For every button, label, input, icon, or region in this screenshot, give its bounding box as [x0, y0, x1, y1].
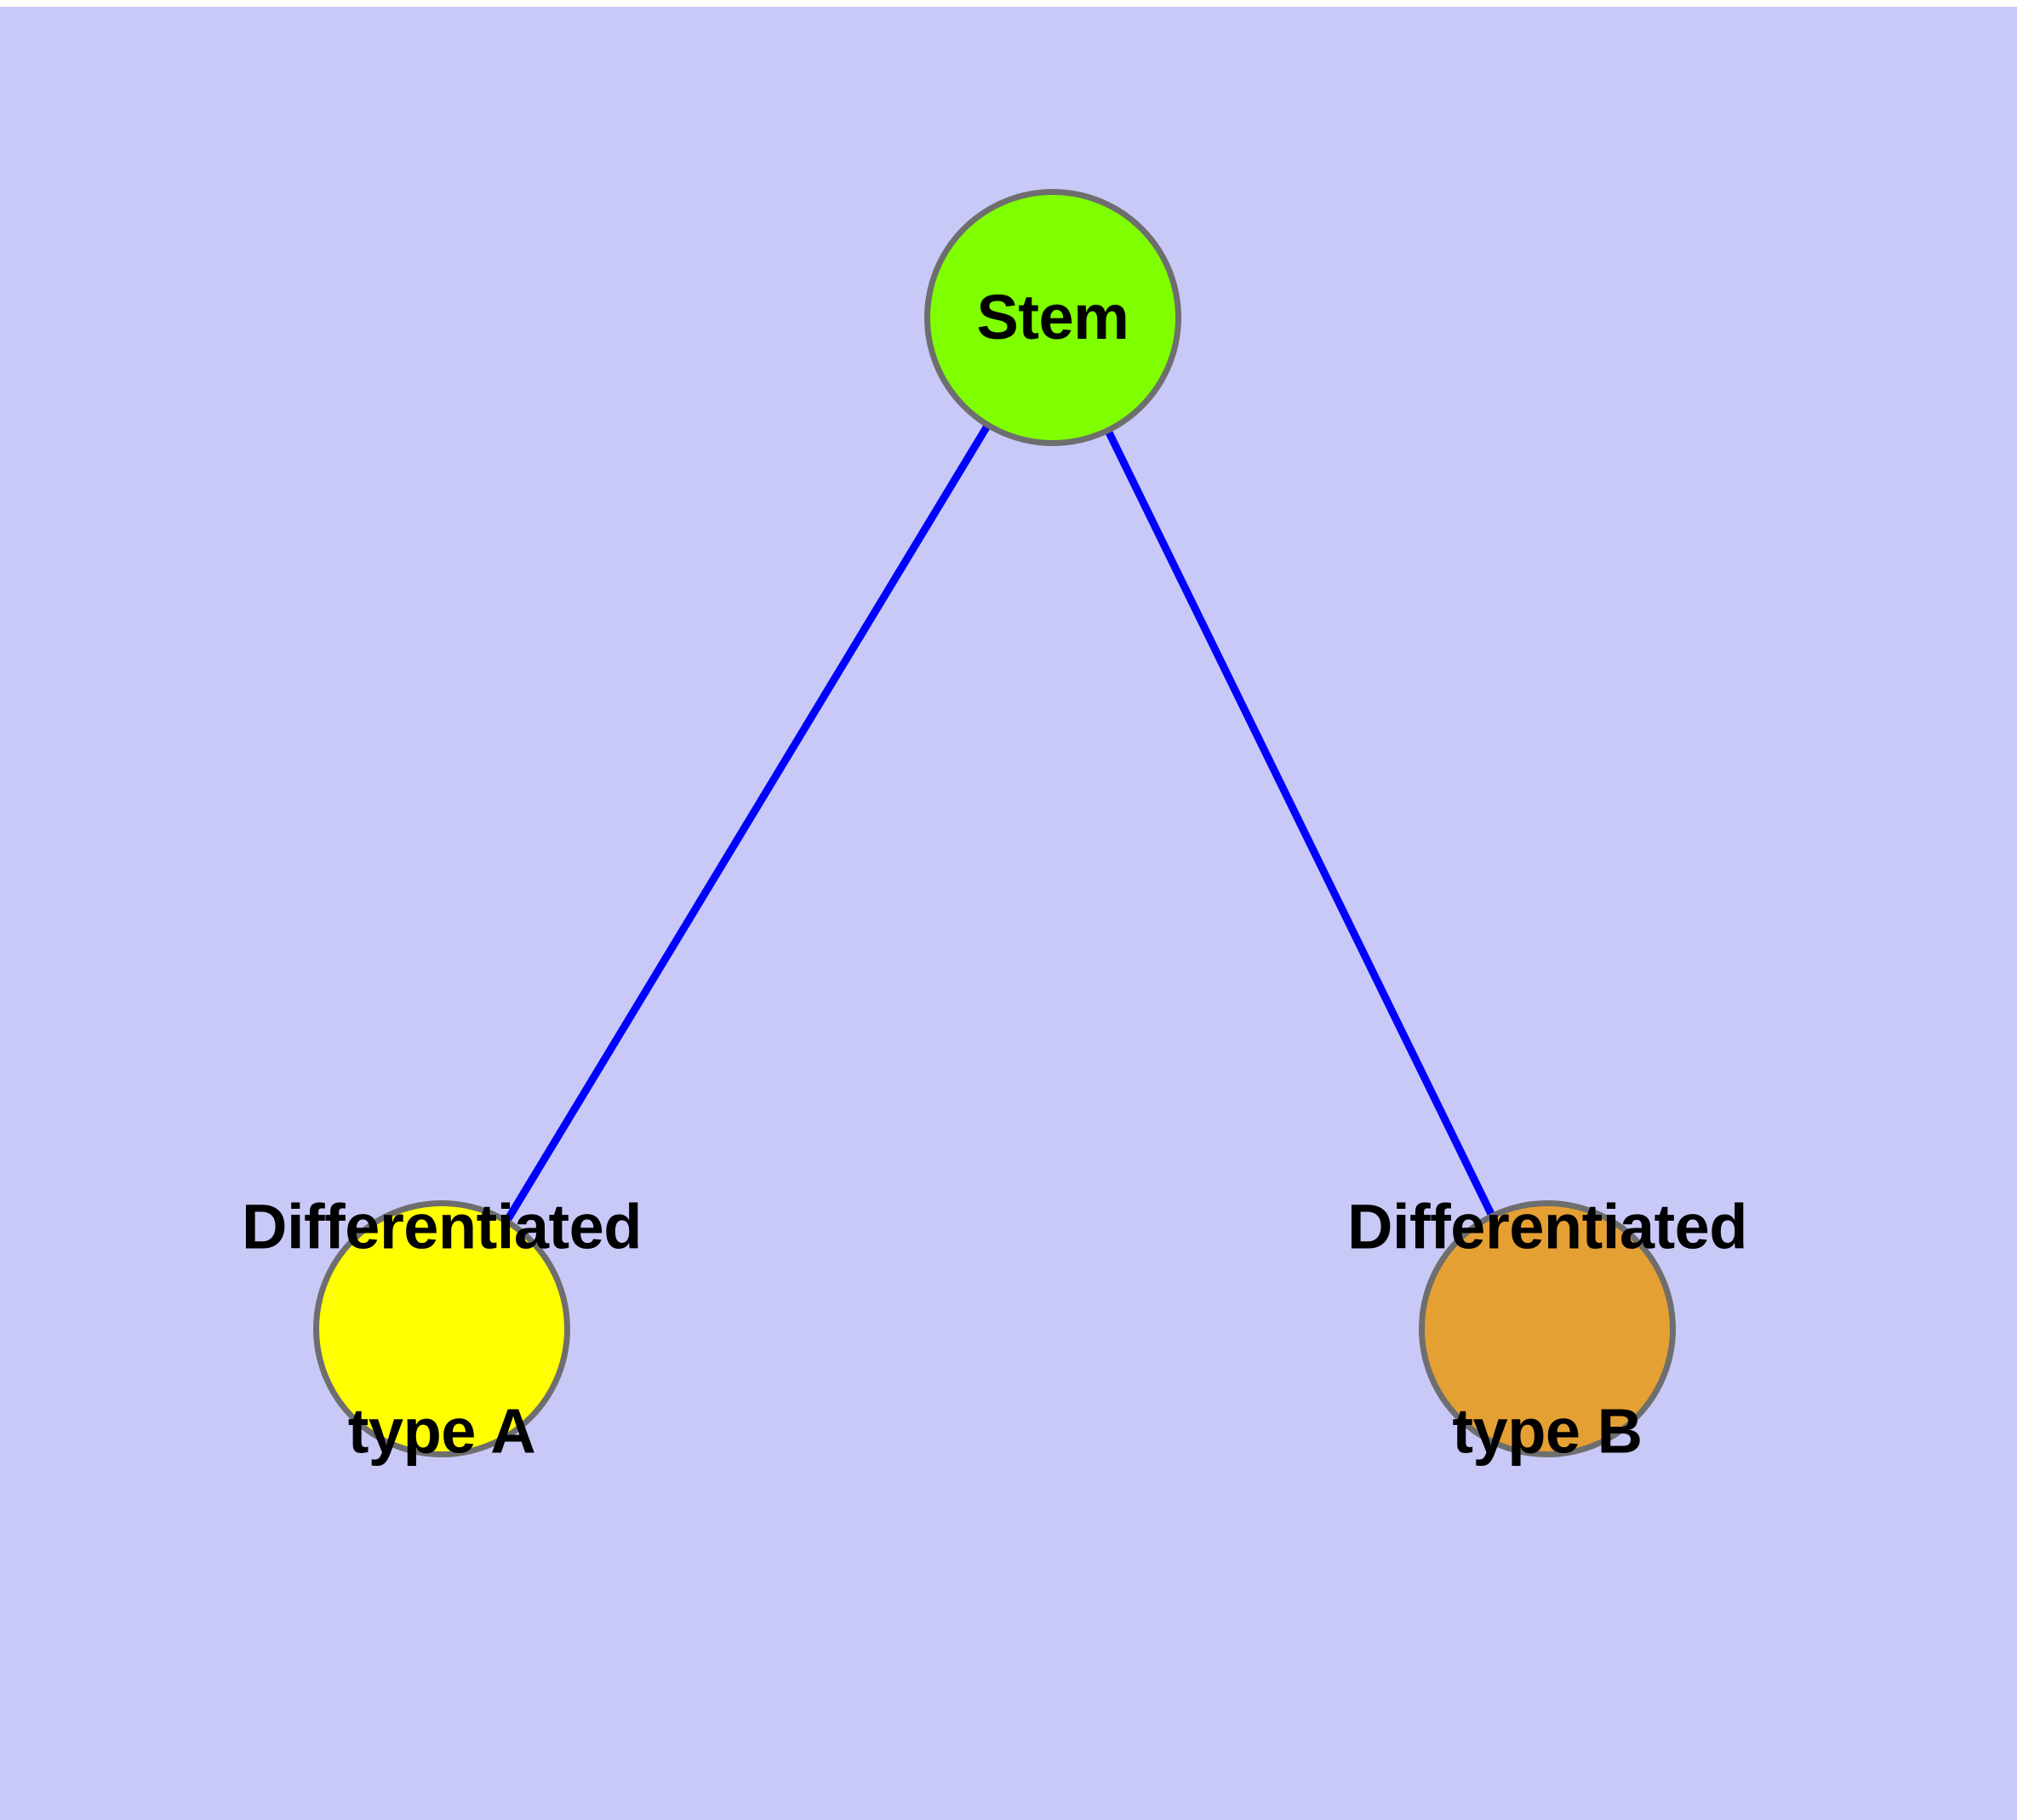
node-stem[interactable] [924, 189, 1181, 446]
edge-stem-to-differentiated-type-a [502, 421, 992, 1226]
node-differentiated-type-b[interactable] [1419, 1200, 1676, 1457]
nodes-layer [313, 189, 1676, 1457]
node-differentiated-type-a[interactable] [313, 1200, 570, 1457]
edges-layer [502, 421, 1497, 1226]
edge-stem-to-differentiated-type-b [1103, 426, 1497, 1220]
